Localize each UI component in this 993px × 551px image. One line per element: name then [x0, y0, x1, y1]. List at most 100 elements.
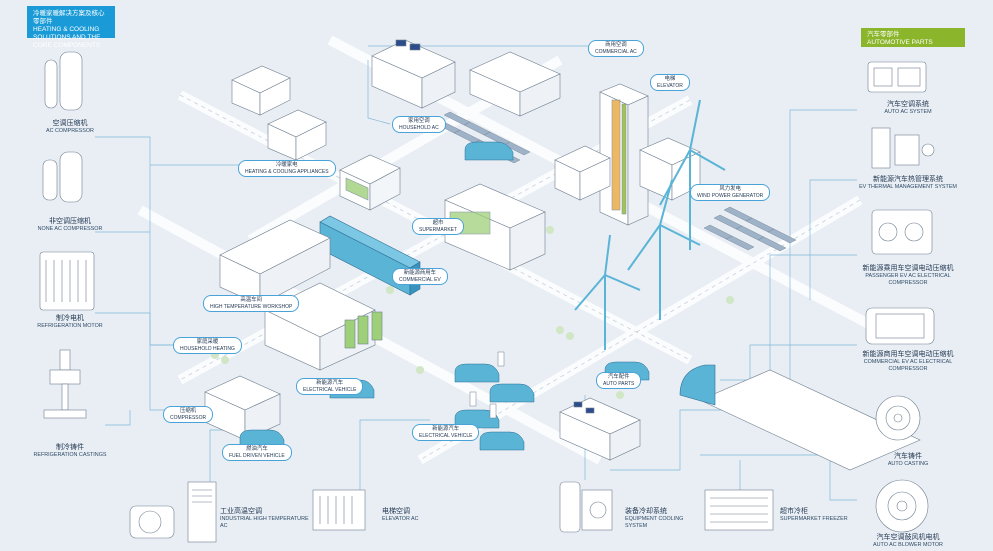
- bottom-item-label-zh: 装备冷却系统: [625, 508, 667, 515]
- label-zh: 高温车间: [240, 297, 262, 303]
- right-item-auto-ac-system: 汽车空调系统 AUTO AC SYSTEM: [852, 101, 964, 116]
- label-en: HEATING & COOLING APPLIANCES: [245, 168, 329, 175]
- label-en: AUTO PARTS: [603, 380, 635, 387]
- label-zh: 电梯: [664, 76, 676, 82]
- label-zh: 商用空调: [605, 42, 627, 48]
- label-en: ELECTRICAL VEHICLE: [303, 386, 357, 393]
- right-item-label-en: PASSENGER EV AC ELECTRICAL COMPRESSOR: [865, 272, 951, 287]
- right-item-passenger-ev-compressor: 新能源乘用车空调电动压缩机 PASSENGER EV AC ELECTRICAL…: [852, 265, 964, 288]
- refrigeration-castings-icon: [43, 349, 87, 419]
- label-en: HIGH TEMPERATURE WORKSHOP: [210, 303, 293, 310]
- left-item-label-zh: 制冷铸件: [56, 444, 84, 451]
- header-left-zh: 冷暖家暖解决方案及核心零部件: [33, 10, 105, 25]
- bottom-item-label-zh: 工业高温空调: [220, 508, 262, 515]
- label-zh: 家庭采暖: [196, 339, 219, 345]
- label-wind-power: 风力发电 WIND POWER GENERATOR: [690, 184, 771, 202]
- supermarket-freezer-icon: [704, 489, 774, 531]
- right-item-label-en: AUTO AC BLOWER MOTOR: [873, 541, 943, 548]
- left-item-label-en: REFRIGERATION CASTINGS: [33, 451, 107, 458]
- label-commercial-ac: 商用空调 COMMERCIAL AC: [588, 40, 644, 58]
- label-elevator: 电梯 ELEVATOR: [650, 74, 690, 92]
- header-left-en: HEATING & COOLING SOLUTIONS AND THE CORE…: [33, 26, 101, 49]
- label-en: COMMERCIAL AC: [595, 48, 637, 55]
- solar-field-top: [433, 111, 531, 164]
- label-en: WIND POWER GENERATOR: [697, 192, 764, 199]
- elevator-tower: [599, 83, 649, 226]
- industrial-ac-icon: [129, 481, 217, 543]
- label-en: FUEL DRIVEN VEHICLE: [229, 452, 285, 459]
- left-item-refrigeration-motor: 制冷电机 REFRIGERATION MOTOR: [20, 315, 120, 330]
- label-en: COMMERCIAL EV: [399, 276, 441, 283]
- left-item-refrigeration-castings: 制冷铸件 REFRIGERATION CASTINGS: [15, 444, 125, 459]
- right-item-label-en: EV THERMAL MANAGEMENT SYSTEM: [859, 183, 957, 190]
- solar-field-right: [703, 206, 797, 252]
- right-item-ev-thermal: 新能源汽车热管理系统 EV THERMAL MANAGEMENT SYSTEM: [852, 176, 964, 191]
- left-item-label-en: AC COMPRESSOR: [46, 127, 94, 134]
- bottom-item-label-en: SUPERMARKET FREEZER: [780, 515, 848, 522]
- chargers: [469, 351, 505, 419]
- label-compressor: 压缩机 COMPRESSOR: [163, 406, 214, 424]
- label-zh: 超市: [432, 220, 444, 226]
- compressor-house: [204, 375, 281, 441]
- right-item-label-zh: 汽车铸件: [894, 453, 922, 460]
- right-item-label-zh: 汽车空调系统: [887, 101, 929, 108]
- label-auto-parts: 汽车配件 AUTO PARTS: [596, 372, 642, 390]
- household-ac-house: [339, 154, 401, 211]
- left-item-label-zh: 制冷电机: [56, 315, 84, 322]
- blower-motor-icon: [875, 479, 929, 533]
- left-item-label-en: NONE AC COMPRESSOR: [37, 225, 103, 232]
- commercial-ev-compressor-icon: [865, 307, 935, 345]
- right-item-label-en: AUTO AC SYSTEM: [884, 108, 932, 115]
- label-en: COMPRESSOR: [170, 414, 207, 421]
- right-item-blower-motor: 汽车空调鼓风机电机 AUTO AC BLOWER MOTOR: [852, 534, 964, 549]
- right-item-label-zh: 汽车空调鼓风机电机: [876, 534, 940, 541]
- ev-thermal-system-icon: [871, 127, 935, 169]
- bottom-item-label-zh: 电梯空调: [382, 508, 410, 515]
- label-electrical-vehicle-1: 新能源汽车 ELECTRICAL VEHICLE: [296, 378, 364, 396]
- refrigeration-motor-icon: [39, 251, 95, 311]
- house-cluster: [231, 65, 327, 161]
- auto-ac-system-icon: [867, 61, 927, 93]
- header-right: 汽车零部件 AUTOMOTIVE PARTS: [861, 28, 965, 47]
- bottom-item-industrial-ac: 工业高温空调 INDUSTRIAL HIGH TEMPERATURE AC: [220, 508, 310, 531]
- equipment-cooling-icon: [559, 481, 613, 533]
- label-zh: 新能源商用车: [403, 270, 437, 276]
- header-right-en: AUTOMOTIVE PARTS: [867, 39, 933, 46]
- label-zh: 燃油汽车: [246, 446, 268, 452]
- label-en: SUPERMARKET: [419, 226, 458, 233]
- label-zh: 汽车配件: [607, 374, 630, 380]
- label-household-heating: 家庭采暖 HOUSEHOLD HEATING: [173, 337, 242, 355]
- label-heating-cooling: 冷暖家电 HEATING & COOLING APPLIANCES: [238, 160, 336, 178]
- label-zh: 压缩机: [179, 408, 197, 414]
- header-left: 冷暖家暖解决方案及核心零部件 HEATING & COOLING SOLUTIO…: [27, 6, 115, 49]
- label-en: HOUSEHOLD HEATING: [180, 345, 235, 352]
- wind-turbines: [574, 99, 726, 350]
- left-item-label-zh: 空调压缩机: [52, 120, 88, 127]
- right-item-label-en: AUTO CASTING: [887, 460, 929, 467]
- label-zh: 家用空调: [408, 118, 430, 124]
- right-item-commercial-ev-compressor: 新能源商用车空调电动压缩机 COMMERCIAL EV AC ELECTRICA…: [852, 351, 964, 374]
- passenger-ev-compressor-icon: [871, 209, 933, 255]
- label-fuel-driven: 燃油汽车 FUEL DRIVEN VEHICLE: [222, 444, 292, 462]
- left-item-none-ac-compressor: 非空调压缩机 NONE AC COMPRESSOR: [20, 218, 120, 233]
- auto-casting-icon: [875, 395, 921, 441]
- label-household-ac: 家用空调 HOUSEHOLD AC: [392, 116, 446, 134]
- bottom-item-label-en: ELEVATOR AC: [382, 515, 419, 522]
- left-item-label-en: REFRIGERATION MOTOR: [37, 322, 103, 329]
- label-electrical-vehicle-2: 新能源汽车 ELECTRICAL VEHICLE: [412, 424, 480, 442]
- header-right-zh: 汽车零部件: [867, 31, 900, 38]
- label-zh: 新能源汽车: [432, 426, 460, 432]
- right-item-label-zh: 新能源乘用车空调电动压缩机: [862, 265, 954, 272]
- bottom-item-elevator-ac: 电梯空调 ELEVATOR AC: [382, 508, 452, 523]
- bottom-item-supermarket-freezer: 超市冷柜 SUPERMARKET FREEZER: [780, 508, 855, 523]
- left-item-label-zh: 非空调压缩机: [49, 218, 91, 225]
- ac-compressor-icon: [44, 51, 83, 111]
- bottom-item-label-en: INDUSTRIAL HIGH TEMPERATURE AC: [220, 515, 309, 530]
- label-en: ELECTRICAL VEHICLE: [419, 432, 473, 439]
- elevator-ac-icon: [312, 489, 366, 531]
- label-zh: 风力发电: [719, 186, 741, 192]
- high-temp-workshop: [219, 219, 331, 306]
- truck-and-platform: [679, 364, 921, 471]
- warehouse: [469, 51, 561, 117]
